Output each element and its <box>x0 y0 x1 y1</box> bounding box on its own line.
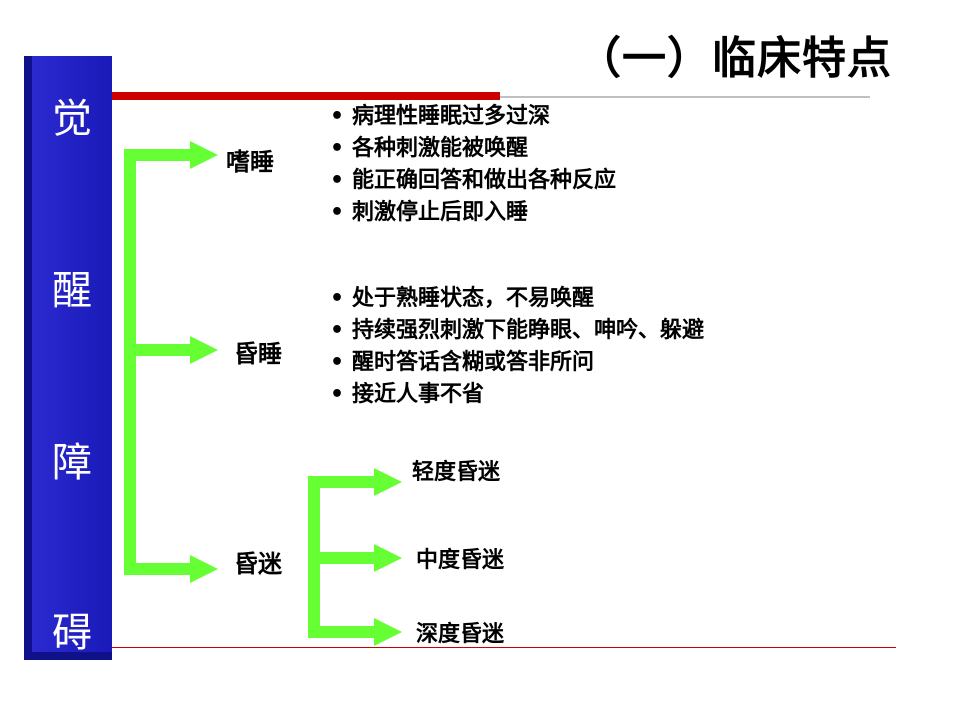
list-item: • 刺激停止后即入睡 <box>330 197 616 229</box>
bullet-glyph: • <box>330 168 345 193</box>
coma-subtype-mild: 轻度昏迷 <box>412 460 501 485</box>
bullet-text: 刺激停止后即入睡 <box>352 200 529 225</box>
arrow-moderate-head <box>374 544 402 572</box>
arrow-coma-shaft <box>124 563 192 575</box>
bullet-text: 醒时答话含糊或答非所问 <box>352 350 595 375</box>
bullet-text: 处于熟睡状态，不易唤醒 <box>352 286 595 311</box>
bullet-text: 病理性睡眠过多过深 <box>352 104 551 129</box>
bullet-glyph: • <box>330 200 345 225</box>
bullet-text: 接近人事不省 <box>352 382 485 407</box>
bullet-glyph: • <box>330 318 345 343</box>
arrow-somnolence-head <box>190 141 218 169</box>
sidebar-char: 障 <box>52 440 92 486</box>
sidebar-char: 碍 <box>52 610 92 656</box>
list-item: • 接近人事不省 <box>330 379 704 411</box>
bullet-glyph: • <box>330 136 345 161</box>
coma-subtype-moderate: 中度昏迷 <box>416 548 505 573</box>
arrow-somnolence-shaft <box>124 149 192 161</box>
arrow-mild-shaft <box>308 476 376 488</box>
sidebar-char: 觉 <box>52 96 92 142</box>
list-item: • 醒时答话含糊或答非所问 <box>330 347 704 379</box>
bullet-glyph: • <box>330 286 345 311</box>
bullet-text: 能正确回答和做出各种反应 <box>352 168 617 193</box>
bullet-glyph: • <box>330 350 345 375</box>
sidebar-panel <box>32 56 112 652</box>
arrow-deep-head <box>374 618 402 646</box>
arrow-deep-shaft <box>308 626 376 638</box>
list-item: • 持续强烈刺激下能睁眼、呻吟、躲避 <box>330 315 704 347</box>
bullet-text: 持续强烈刺激下能睁眼、呻吟、躲避 <box>352 318 705 343</box>
bullet-text: 各种刺激能被唤醒 <box>352 136 529 161</box>
label-somnolence: 嗜睡 <box>226 148 274 176</box>
arrow-coma-head <box>190 555 218 583</box>
sidebar-char: 醒 <box>52 268 92 314</box>
stupor-bullets: • 处于熟睡状态，不易唤醒 • 持续强烈刺激下能睁眼、呻吟、躲避 • 醒时答话含糊或答… <box>330 283 704 411</box>
label-coma: 昏迷 <box>234 550 282 578</box>
list-item: • 病理性睡眠过多过深 <box>330 101 616 133</box>
footer-rule <box>112 647 896 648</box>
arrow-moderate-shaft <box>308 552 376 564</box>
bullet-glyph: • <box>330 104 345 129</box>
main-bracket-line <box>124 149 136 575</box>
arrow-mild-head <box>374 468 402 496</box>
title-underline-gray <box>500 96 870 98</box>
coma-subtype-deep: 深度昏迷 <box>416 622 505 647</box>
list-item: • 能正确回答和做出各种反应 <box>330 165 616 197</box>
arrow-stupor-shaft <box>124 344 192 356</box>
title-underline-red <box>112 92 500 100</box>
list-item: • 处于熟睡状态，不易唤醒 <box>330 283 704 315</box>
list-item: • 各种刺激能被唤醒 <box>330 133 616 165</box>
label-stupor: 昏睡 <box>234 340 282 368</box>
bullet-glyph: • <box>330 382 345 407</box>
somnolence-bullets: • 病理性睡眠过多过深 • 各种刺激能被唤醒 • 能正确回答和做出各种反应 • 刺激停止… <box>330 101 616 229</box>
arrow-stupor-head <box>190 336 218 364</box>
slide-title: （一）临床特点 <box>577 33 892 84</box>
